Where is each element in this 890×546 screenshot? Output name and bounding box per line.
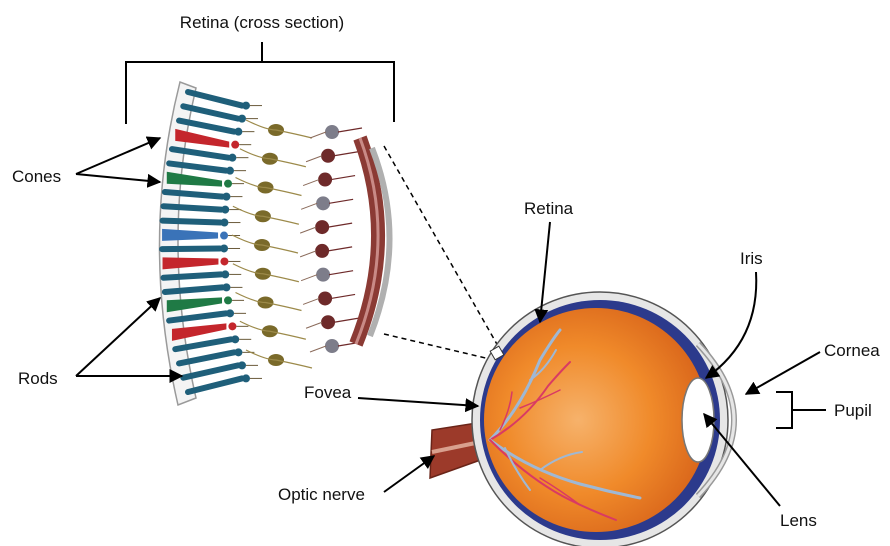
bipolar-cell	[236, 178, 302, 196]
pupil-bracket	[776, 392, 826, 428]
bipolar-cell	[233, 206, 299, 224]
cone-cell	[162, 229, 240, 241]
ganglion-cell	[303, 173, 355, 187]
optic-nerve-arrow	[384, 456, 434, 492]
optic-nerve-label: Optic nerve	[278, 485, 365, 504]
ganglion-cell	[303, 291, 355, 305]
fovea-arrow	[358, 398, 478, 406]
rod-cell	[179, 348, 254, 363]
retina-label: Retina	[524, 199, 574, 218]
bipolar-cell	[240, 149, 306, 167]
cross-section-bracket	[126, 42, 394, 124]
iris-label: Iris	[740, 249, 763, 268]
bipolar-cell	[233, 264, 299, 282]
cone-cell	[163, 257, 241, 269]
eyeball	[430, 292, 734, 546]
bipolar-cell	[240, 321, 306, 339]
cornea-arrow	[746, 352, 820, 394]
zoom-lines	[384, 146, 498, 360]
ganglion-cell	[310, 125, 362, 139]
ganglion-cell	[301, 268, 353, 282]
bipolar-cell	[246, 120, 312, 138]
retina-cross-section	[159, 82, 389, 405]
cones-arrow-1	[76, 138, 160, 174]
rods-arrow-1	[76, 298, 160, 376]
ganglion-cell-layer	[300, 125, 362, 353]
bipolar-cell	[236, 293, 302, 311]
cones-arrow-2	[76, 174, 160, 182]
fovea-label: Fovea	[304, 383, 352, 402]
pupil-label: Pupil	[834, 401, 872, 420]
ganglion-cell	[300, 244, 352, 258]
bipolar-cell	[232, 235, 298, 253]
retina-cross-section-title: Retina (cross section)	[180, 13, 344, 32]
ganglion-cell	[306, 315, 358, 329]
ganglion-cell	[300, 220, 352, 234]
rods-label: Rods	[18, 369, 58, 388]
cones-label: Cones	[12, 167, 61, 186]
ganglion-cell	[306, 149, 358, 163]
lens-label: Lens	[780, 511, 817, 530]
ganglion-cell	[301, 196, 353, 210]
cornea-label: Cornea	[824, 341, 880, 360]
